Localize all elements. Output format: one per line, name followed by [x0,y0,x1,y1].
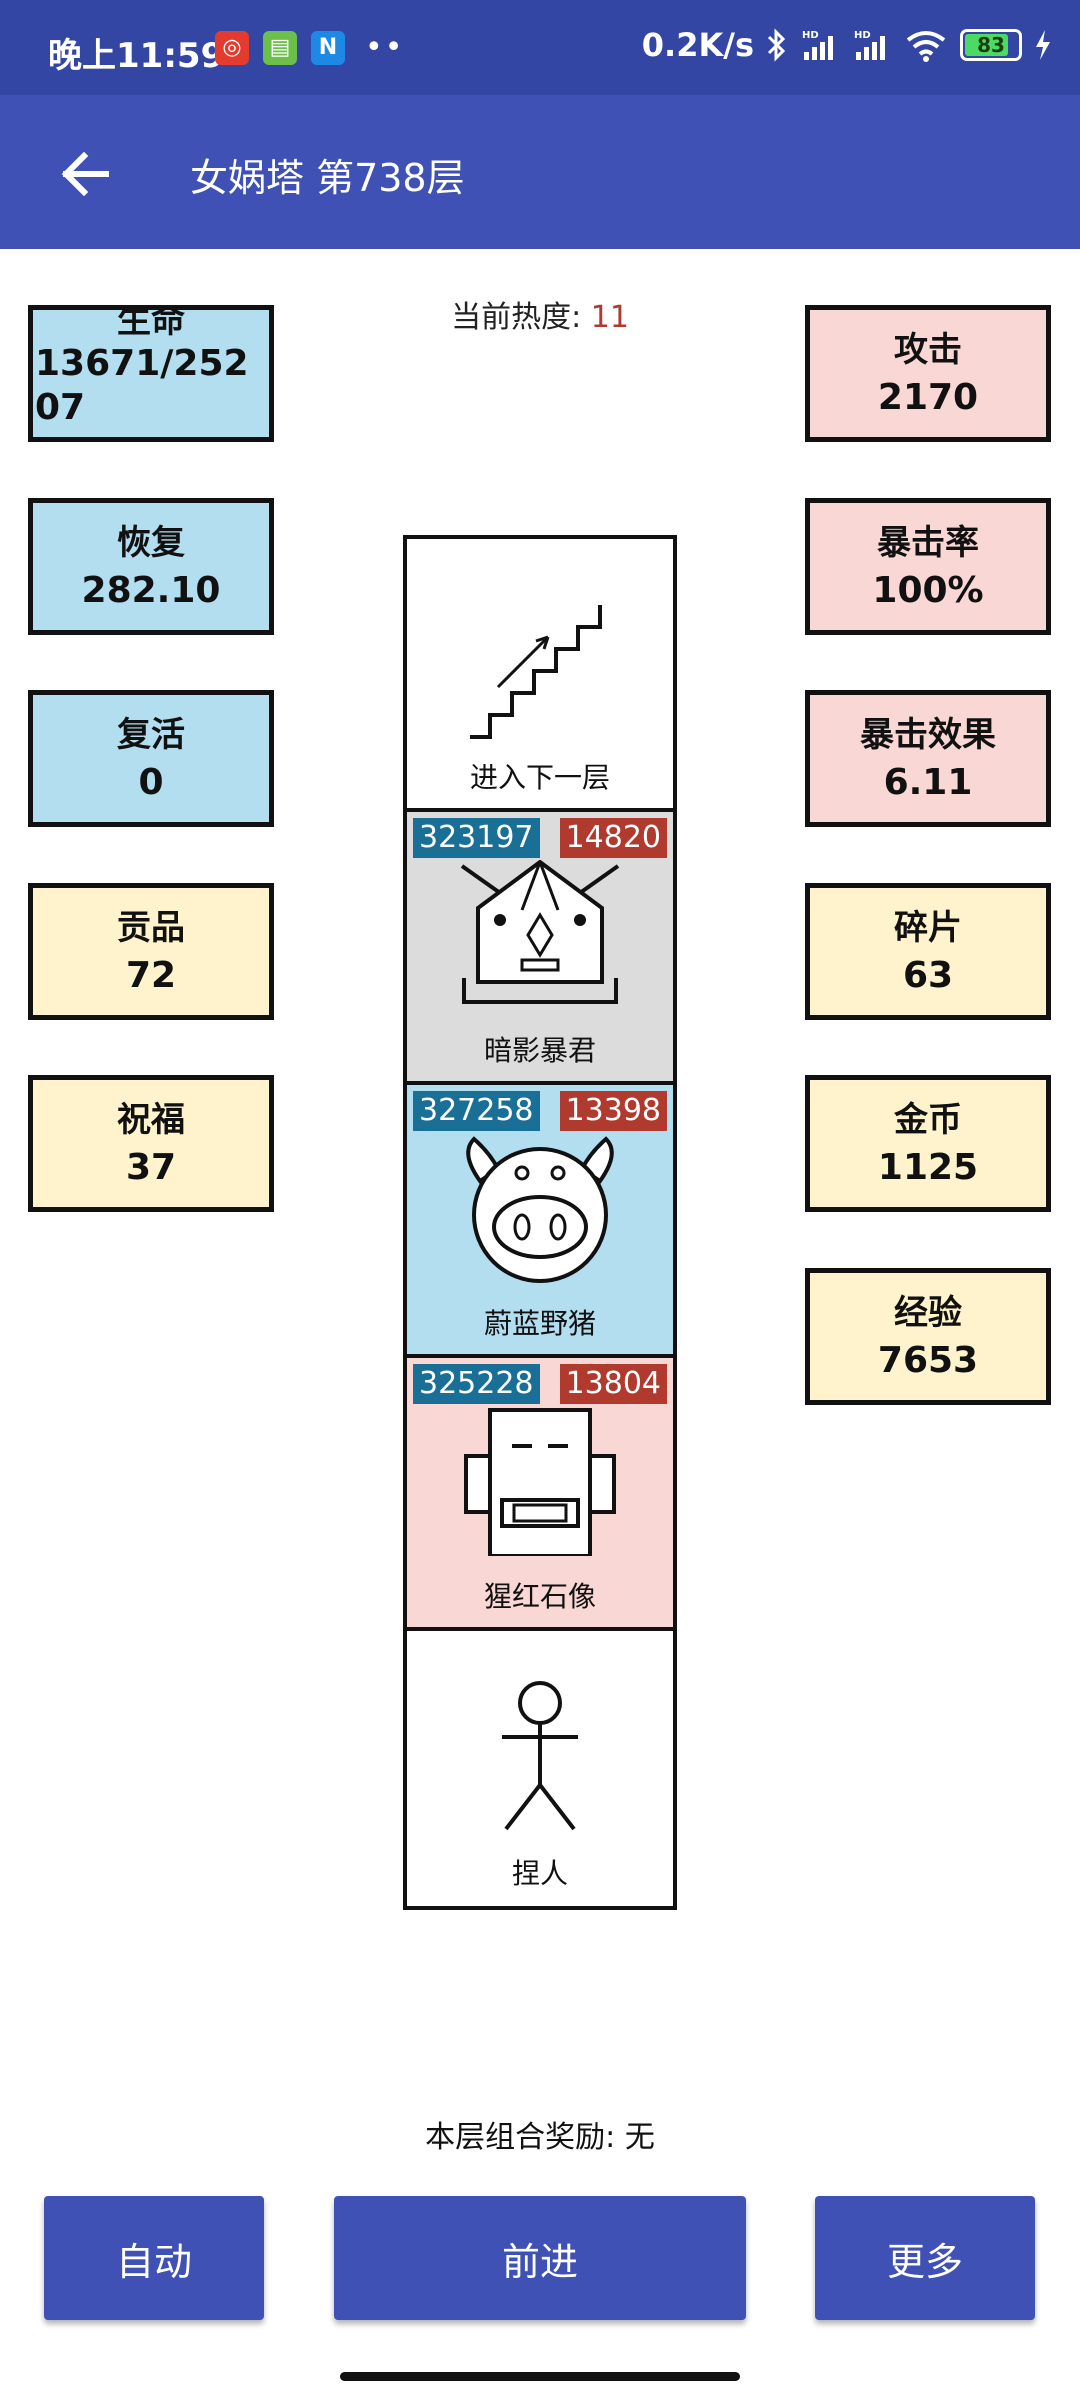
monster-attack-badge: 13398 [559,1091,667,1131]
stat-label: 经验 [894,1292,962,1333]
svg-text:HD: HD [854,30,871,41]
floor-name: 暗影暴君 [483,1034,596,1067]
netease-music-icon: ◎ [215,30,249,65]
battery-fill [965,34,1009,56]
more-notifications-icon: •• [365,30,405,65]
green-app-icon: ▤ [263,30,297,65]
status-time: 晚上11:59 [48,36,225,76]
more-button[interactable]: 更多 [815,2196,1035,2320]
floor-monster-scarlet-statue[interactable]: 325228 13804 猩红石像 [407,1358,673,1631]
stat-value: 2170 [877,376,979,418]
floor-player[interactable]: 捏人 [407,1631,673,1904]
app-bar: 女娲塔 第738层 [0,95,1080,249]
stat-regen: 恢复 282.10 [28,498,274,635]
stat-hp: 生命 13671/25207 [28,305,274,442]
status-bar: 晚上11:59 ◎ ▤ N •• 0.2K/s HD HD 83 [0,0,1080,95]
stat-fragments: 碎片 63 [805,883,1051,1020]
stat-blessing: 祝福 37 [28,1075,274,1212]
wifi-icon [904,28,948,62]
floor-name: 猩红石像 [483,1580,596,1613]
stat-value: 1125 [877,1146,979,1188]
stat-label: 金币 [894,1099,962,1140]
stat-value: 6.11 [883,761,973,803]
floor-name: 蔚蓝野猪 [483,1307,596,1340]
forward-button[interactable]: 前进 [334,2196,746,2320]
stat-label: 贡品 [117,907,185,948]
shadow-tyrant-icon [460,860,620,1004]
stat-gold: 金币 1125 [805,1075,1051,1212]
floor-next-level[interactable]: 进入下一层 [407,539,673,812]
stat-value: 0 [138,761,164,803]
stat-crit-effect: 暴击效果 6.11 [805,690,1051,827]
heat-indicator: 当前热度: 11 [0,292,1080,336]
stat-label: 暴击率 [877,522,979,563]
stat-value: 63 [902,954,954,996]
tower-column: 进入下一层 323197 14820 暗影暴君 327258 13398 [403,535,677,1910]
stat-attack: 攻击 2170 [805,305,1051,442]
svg-text:HD: HD [802,30,819,41]
stat-revive: 复活 0 [28,690,274,827]
auto-button[interactable]: 自动 [44,2196,264,2320]
stat-value: 100% [872,569,984,611]
monster-hp-badge: 323197 [413,818,540,858]
status-right: 0.2K/s HD HD 83 [642,26,1052,64]
battery-icon: 83 [960,29,1022,61]
signal-icon-2: HD [852,28,892,62]
stat-value: 13671/25207 [35,343,249,428]
stat-label: 攻击 [894,329,962,370]
net-speed: 0.2K/s [641,26,754,64]
heat-value: 11 [590,300,629,335]
floor-combo-reward: 本层组合奖励: 无 [425,2120,655,2155]
monster-hp-badge: 325228 [413,1364,540,1404]
stat-label: 暴击效果 [860,714,996,755]
floor-monster-azure-boar[interactable]: 327258 13398 蔚蓝野猪 [407,1085,673,1358]
floor-name: 捏人 [511,1857,568,1890]
stat-crit-rate: 暴击率 100% [805,498,1051,635]
monster-attack-badge: 13804 [559,1364,667,1404]
stat-label: 恢复 [117,522,185,563]
stone-statue-icon [464,1408,616,1556]
stat-label: 生命 [117,305,185,341]
stat-tribute: 贡品 72 [28,883,274,1020]
bluetooth-icon [766,28,788,62]
signal-icon-1: HD [800,28,840,62]
stat-value: 282.10 [81,569,221,611]
monster-attack-badge: 14820 [559,818,667,858]
stat-value: 7653 [877,1339,979,1381]
floor-name: 进入下一层 [469,761,610,794]
back-button[interactable] [50,139,120,209]
boar-icon [466,1136,614,1283]
floor-monster-shadow-tyrant[interactable]: 323197 14820 暗影暴君 [407,812,673,1085]
n-app-icon: N [311,30,345,65]
home-indicator[interactable] [340,2372,740,2381]
stat-label: 碎片 [894,907,962,948]
stat-exp: 经验 7653 [805,1268,1051,1405]
notification-icons: ◎ ▤ N •• [215,30,404,65]
stairs-icon [470,605,602,739]
page-title: 女娲塔 第738层 [190,156,465,200]
monster-hp-badge: 327258 [413,1091,540,1131]
stat-value: 72 [125,954,177,996]
stat-label: 祝福 [117,1099,185,1140]
battery-level: 83 [977,33,1005,57]
arrow-left-icon [61,152,109,196]
stat-value: 37 [125,1146,177,1188]
charging-icon [1034,29,1052,61]
stick-figure-icon [502,1681,578,1831]
stat-label: 复活 [117,714,185,755]
heat-label: 当前热度: [451,300,591,335]
